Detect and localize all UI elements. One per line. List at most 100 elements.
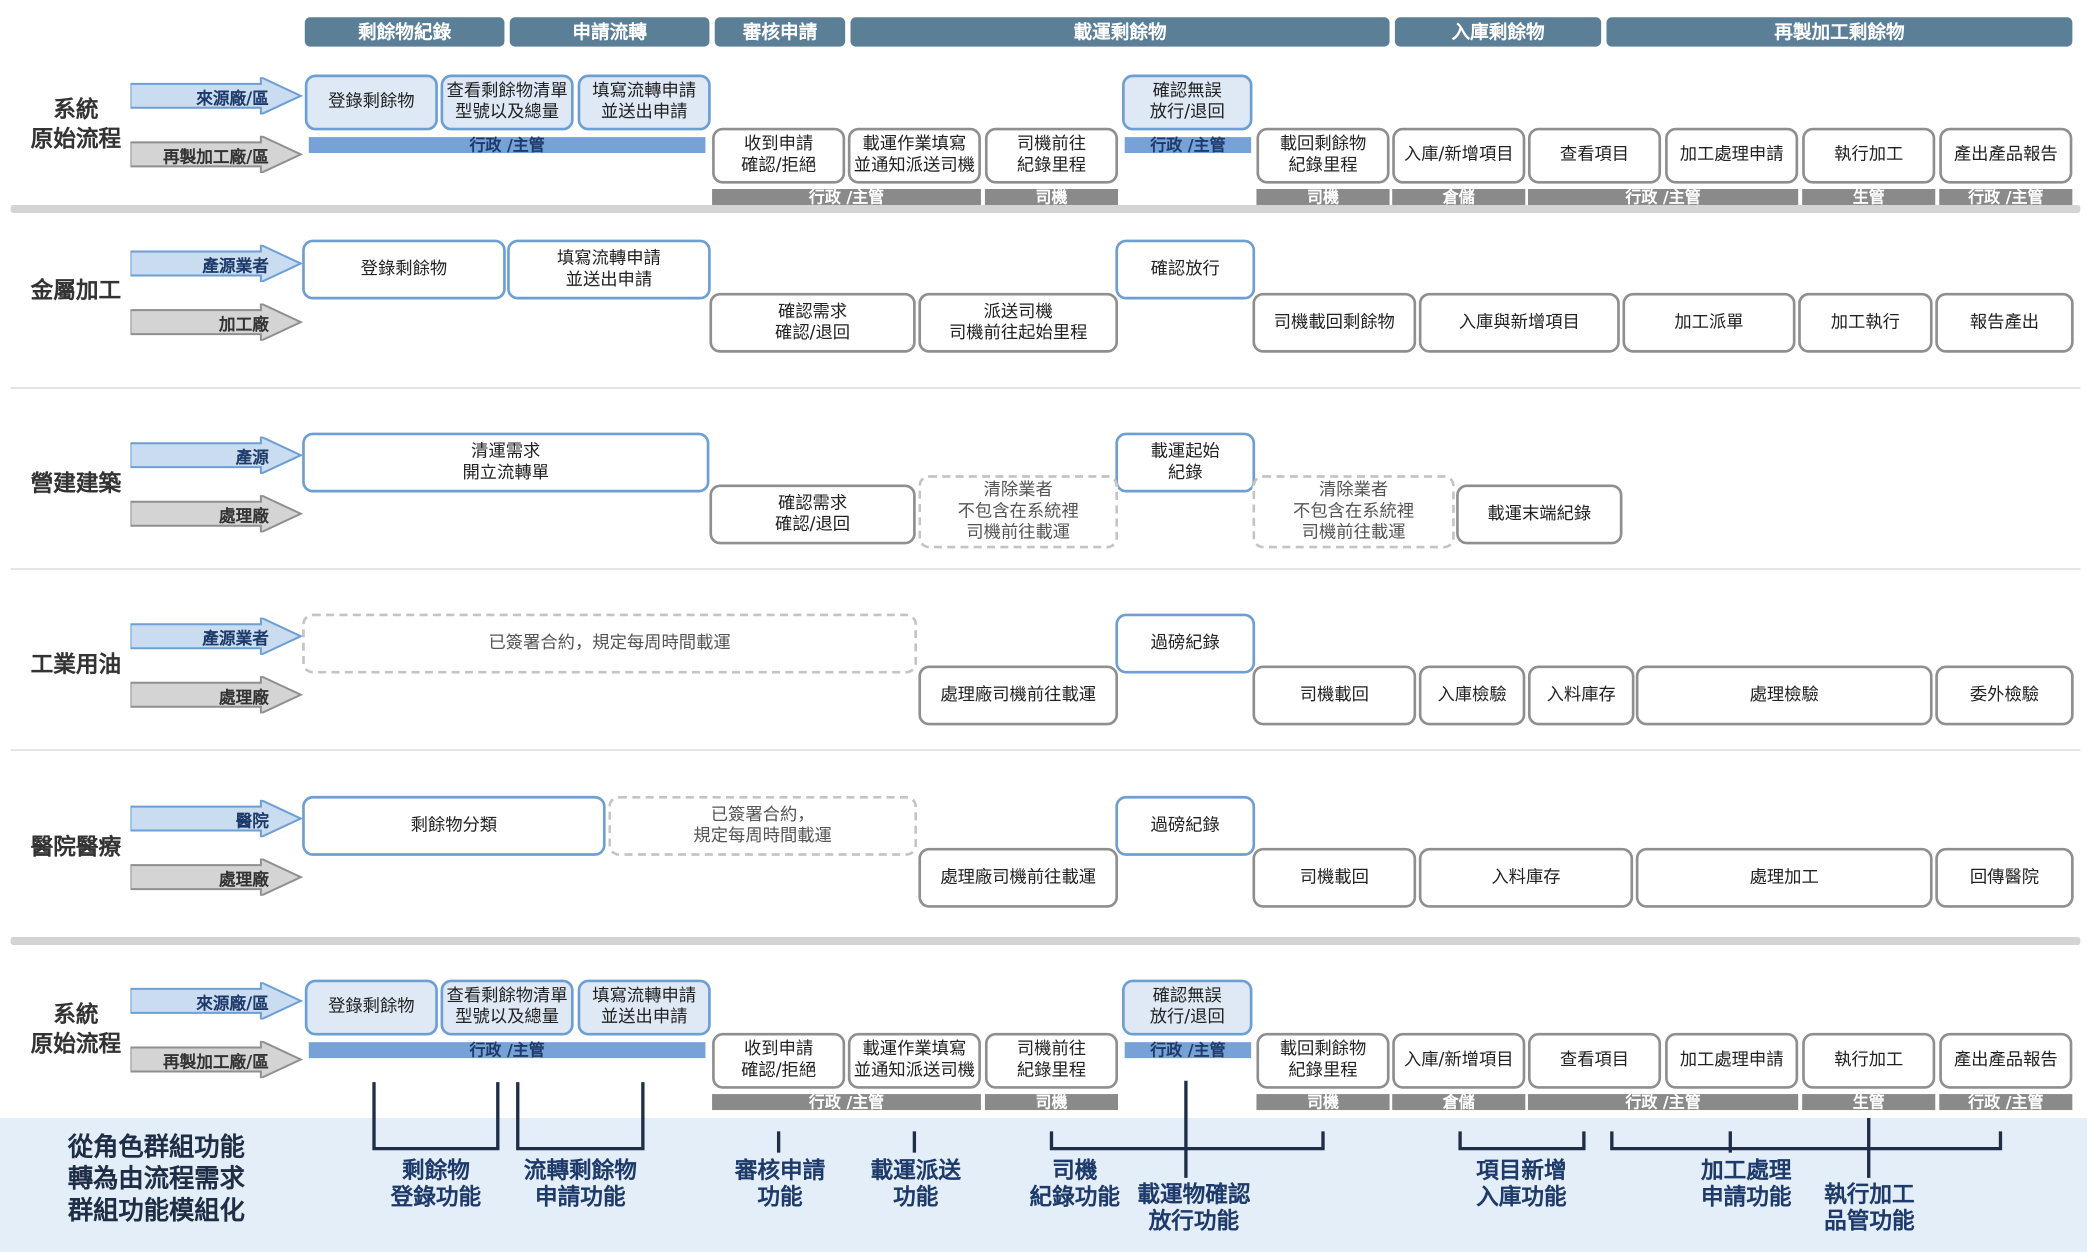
flow-box: 處理廠司機前往載運: [918, 847, 1119, 908]
flow-box: 處理加工: [1635, 847, 1933, 908]
source-label: 來源廠/區: [196, 992, 269, 1013]
process-label: 加工廠: [218, 313, 269, 334]
function-label: 加工處理 申請功能: [1701, 1157, 1792, 1212]
section-divider: [10, 387, 2081, 389]
source-label: 產源業者: [202, 627, 269, 648]
function-label: 剩餘物 登錄功能: [390, 1157, 482, 1212]
source-label: 來源廠/區: [196, 87, 269, 108]
flow-box: 確認無誤 放行/退回: [1122, 979, 1253, 1036]
role-bar: 行政 /主管: [712, 189, 981, 205]
role-bar: 生管: [1802, 1094, 1936, 1111]
process-label: 再製加工廠/區: [162, 1050, 269, 1071]
flow-box: 剩餘物分類: [302, 795, 606, 856]
role-bar: 司機: [1256, 1094, 1390, 1111]
source-arrow: 醫院: [130, 799, 304, 838]
role-bar: 行政 /主管: [1527, 1094, 1799, 1111]
flow-box: 填寫流轉申請 並送出申請: [507, 239, 711, 300]
flow-box: 確認需求 確認/退回: [709, 292, 916, 353]
section-divider: [10, 568, 2081, 570]
process-label: 處理廠: [218, 505, 269, 526]
source-arrow: 產源: [130, 436, 304, 474]
header-waste-record: 剩餘物紀錄: [304, 17, 505, 47]
function-label: 流轉剩餘物 申請功能: [523, 1157, 637, 1212]
flow-box: 加工處理申請: [1665, 127, 1799, 184]
process-arrow: 再製加工廠/區: [130, 1040, 304, 1079]
flow-box: 填寫流轉申請 並送出申請: [577, 979, 711, 1036]
flow-box: 載回剩餘物 紀錄里程: [1256, 1032, 1390, 1089]
section-divider: [10, 937, 2081, 946]
flow-box: 處理廠司機前往載運: [918, 665, 1119, 726]
process-arrow: 處理廠: [130, 858, 304, 896]
source-label: 醫院: [235, 809, 269, 830]
flow-box: 查看項目: [1527, 127, 1662, 184]
source-arrow: 產源業者: [130, 617, 304, 655]
header-transfer-request: 申請流轉: [509, 17, 710, 47]
process-arrow: 處理廠: [130, 495, 304, 533]
flow-box: 產出產品報告: [1939, 127, 2073, 184]
process-label: 再製加工廠/區: [162, 145, 269, 166]
role-bar: 司機: [1256, 189, 1390, 205]
flow-box: 過磅紀錄: [1115, 613, 1256, 674]
row-title-system-bottom: 系統 原始流程: [30, 1002, 122, 1059]
flow-box: 載運作業填寫 並通知派送司機: [847, 1032, 981, 1089]
role-bar: 倉儲: [1392, 1094, 1526, 1111]
role-bar: 行政 /主管: [1124, 137, 1252, 154]
role-bar: 行政 /主管: [1124, 1042, 1252, 1059]
row-title-construction: 營建建築: [30, 471, 122, 498]
flow-box: 回傳醫院: [1935, 847, 2074, 908]
flow-box-external: 清除業者 不包含在系統裡 司機前往載運: [918, 475, 1119, 549]
source-label: 產源業者: [202, 254, 269, 275]
function-label: 項目新增 入庫功能: [1476, 1157, 1567, 1212]
role-bar: 司機: [984, 1094, 1119, 1111]
flow-box: 確認需求 確認/退回: [709, 484, 916, 545]
flow-box: 司機載回: [1252, 665, 1417, 726]
flow-box: 清運需求 開立流轉單: [302, 432, 710, 493]
header-review-request: 審核申請: [714, 17, 846, 47]
flow-box: 載運起始 紀錄: [1115, 432, 1256, 493]
flow-box: 填寫流轉申請 並送出申請: [577, 74, 711, 131]
flow-box: 派送司機 司機前往起始里程: [918, 292, 1119, 353]
role-bar: 行政 /主管: [308, 1042, 706, 1059]
flow-box: 確認放行: [1115, 239, 1256, 300]
role-bar: 司機: [984, 189, 1119, 205]
role-bar: 生管: [1802, 189, 1936, 205]
header-reprocess-waste: 再製加工剩餘物: [1606, 17, 2073, 47]
role-bar: 行政 /主管: [1939, 189, 2073, 205]
section-divider: [10, 204, 2081, 213]
flow-box: 執行加工: [1802, 1032, 1936, 1089]
function-label: 載運物確認 放行功能: [1137, 1181, 1251, 1236]
row-title-hospital: 醫院醫療: [30, 834, 122, 862]
flow-box: 入料庫存: [1527, 665, 1635, 726]
flow-box: 加工處理申請: [1665, 1032, 1799, 1089]
process-arrow: 再製加工廠/區: [130, 135, 304, 174]
process-label: 處理廠: [218, 868, 269, 889]
process-label: 處理廠: [218, 686, 269, 707]
flow-box: 執行加工: [1802, 127, 1936, 184]
flow-box: 收到申請 確認/拒絕: [712, 1032, 846, 1089]
flow-box: 入庫/新增項目: [1392, 127, 1526, 184]
header-warehouse-waste: 入庫剩餘物: [1394, 17, 1602, 47]
flow-box: 入庫/新增項目: [1392, 1032, 1526, 1089]
function-label: 審核申請 功能: [734, 1157, 826, 1212]
flow-box-external: 清除業者 不包含在系統裡 司機前往載運: [1252, 475, 1455, 549]
source-arrow: 來源廠/區: [130, 982, 304, 1020]
source-label: 產源: [235, 446, 269, 467]
function-label: 司機 紀錄功能: [1029, 1157, 1121, 1212]
flow-box: 載回剩餘物 紀錄里程: [1256, 127, 1390, 184]
role-bar: 行政 /主管: [308, 137, 706, 154]
flow-box: 查看剩餘物清單 型號以及總量: [440, 74, 574, 131]
flow-box: 查看剩餘物清單 型號以及總量: [440, 979, 574, 1036]
flow-box: 加工派單: [1622, 292, 1796, 353]
header-transport-waste: 載運剩餘物: [850, 17, 1390, 47]
flow-box: 司機載回: [1252, 847, 1417, 908]
flow-box: 入庫檢驗: [1418, 665, 1526, 726]
flow-box: 登錄剩餘物: [304, 74, 438, 131]
flow-box-external: 已簽署合約， 規定每周時間載運: [608, 795, 918, 856]
flow-box: 司機載回剩餘物: [1252, 292, 1417, 353]
flow-box: 載運末端紀錄: [1456, 484, 1623, 545]
role-bar: 行政 /主管: [1527, 189, 1799, 205]
flow-box: 加工執行: [1798, 292, 1933, 353]
source-arrow: 來源廠/區: [130, 77, 304, 115]
row-title-system-top: 系統 原始流程: [30, 97, 122, 154]
